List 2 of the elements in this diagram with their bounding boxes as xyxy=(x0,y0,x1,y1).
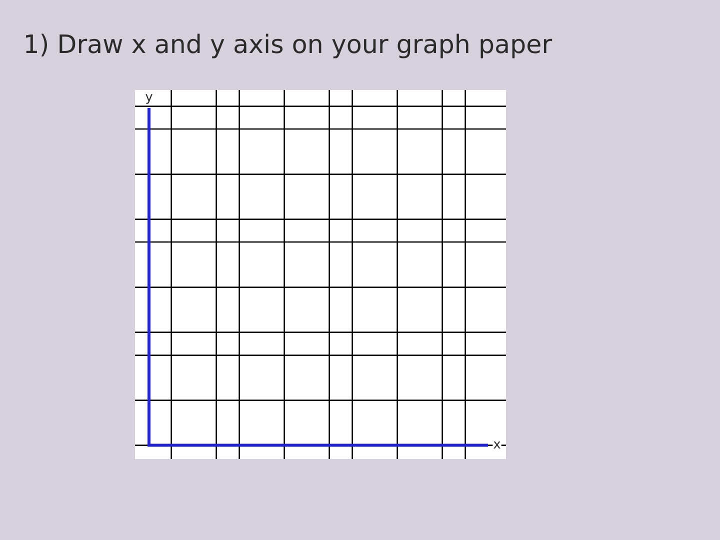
axis-label: y xyxy=(144,94,154,104)
title: 1) Draw x and y axis on your graph paper xyxy=(26,34,552,58)
